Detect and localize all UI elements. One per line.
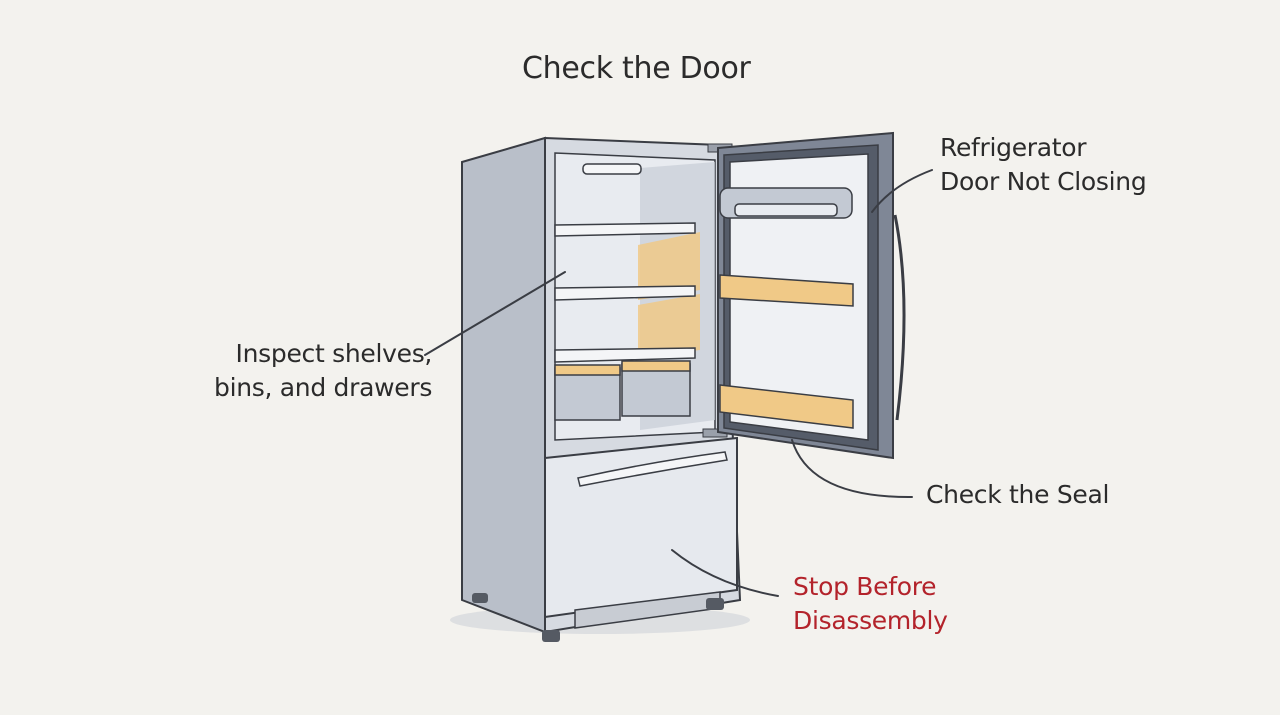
label-door-line-1: Refrigerator — [940, 133, 1087, 162]
door-handle — [893, 214, 906, 421]
interior-light — [582, 163, 642, 175]
leader-lines — [424, 169, 933, 597]
leader-door-not-closing — [871, 169, 933, 213]
fridge-side-panel — [461, 136, 546, 634]
crisper-right — [621, 363, 691, 417]
door-bin-bottom — [719, 384, 854, 429]
leader-inspect — [424, 271, 566, 356]
amber-panel-upper — [638, 232, 700, 300]
crisper-drawers — [554, 360, 691, 421]
leader-seal — [791, 439, 913, 499]
freezer-handle — [577, 451, 728, 487]
diagram-title: Check the Door — [522, 51, 751, 86]
crisper-right-lip — [621, 360, 691, 372]
foot-back-left — [472, 593, 488, 603]
foot-front-left — [542, 630, 560, 642]
label-inspect-line-2: bins, and drawers — [214, 373, 433, 402]
door-bins — [719, 187, 854, 429]
door-bin-middle — [719, 274, 854, 307]
crisper-left-lip — [554, 364, 621, 376]
shelf-2 — [554, 285, 696, 301]
shelf-1 — [554, 222, 696, 237]
amber-panel-lower — [638, 294, 700, 358]
shelf-3 — [554, 347, 696, 363]
label-inspect-shelves: Inspect shelves, bins, and drawers — [214, 337, 432, 405]
label-stop-line-1: Stop Before — [793, 572, 937, 601]
label-stop-before-disassembly: Stop Before Disassembly — [793, 570, 948, 638]
foot-front-right — [706, 598, 724, 610]
door-bin-top-front — [734, 203, 838, 217]
label-stop-line-2: Disassembly — [793, 606, 948, 635]
label-door-not-closing: Refrigerator Door Not Closing — [940, 131, 1147, 199]
label-door-line-2: Door Not Closing — [940, 167, 1147, 196]
crisper-left — [554, 367, 621, 421]
leader-stop — [671, 549, 779, 597]
label-check-seal: Check the Seal — [926, 480, 1110, 509]
shelves — [554, 222, 696, 363]
label-inspect-line-1: Inspect shelves, — [235, 339, 433, 368]
